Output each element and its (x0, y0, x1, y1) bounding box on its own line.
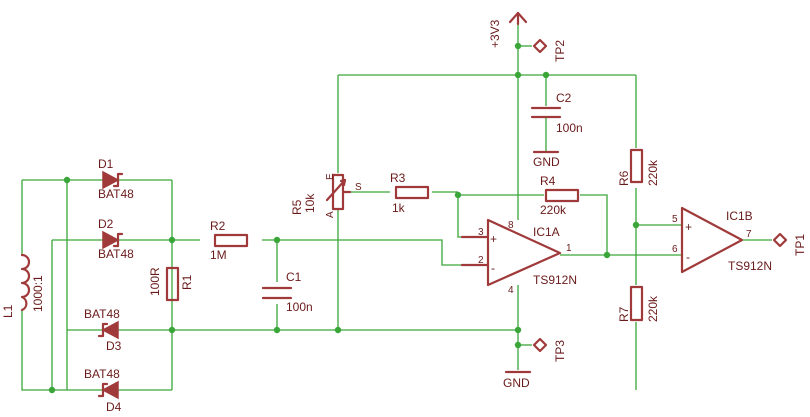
potentiometer-r5: R5 10k A E S (290, 173, 362, 218)
l1-value: 1000:1 (31, 275, 45, 312)
d1-part: BAT48 (98, 187, 134, 201)
diode-d4: BAT48 D4 (84, 367, 122, 414)
r5-pin-e: E (325, 173, 336, 180)
ic1a-pin4: 4 (508, 285, 514, 296)
c1-label: C1 (286, 270, 302, 284)
ic1b-label: IC1B (726, 209, 753, 223)
c2-label: C2 (556, 91, 572, 105)
r1-value: 100R (148, 267, 162, 296)
opamp-ic1b: + - 5 6 7 IC1B TS912N (672, 206, 772, 274)
diode-d3: BAT48 D3 (84, 307, 122, 353)
capacitor-c1: C1 100n (261, 270, 313, 314)
tp2-label: TP2 (553, 40, 567, 62)
ic1b-plus: + (685, 220, 692, 234)
ic1a-part: TS912N (533, 273, 577, 287)
d1-label: D1 (98, 157, 114, 171)
r2-label: R2 (210, 219, 226, 233)
diode-d1: D1 BAT48 (98, 157, 134, 201)
r5-pin-a: A (325, 211, 336, 218)
r6-value: 220k (646, 159, 660, 186)
tp3-label: TP3 (553, 340, 567, 362)
r6-label: R6 (617, 170, 631, 186)
ground-symbol-bottom: GND (503, 370, 532, 390)
l1-label: L1 (1, 304, 15, 318)
diode-d2: D2 BAT48 (98, 217, 134, 261)
ic1b-pin7: 7 (746, 229, 752, 240)
capacitor-c2: C2 100n (530, 91, 583, 135)
ic1a-pin2: 2 (478, 255, 484, 266)
junctions (48, 42, 640, 394)
resistor-r7: R7 220k (617, 285, 660, 322)
resistor-r4: R4 220k (540, 174, 580, 217)
ground-symbol-c2: GND (532, 150, 560, 169)
d4-label: D4 (106, 400, 122, 414)
d3-part: BAT48 (84, 307, 120, 321)
c2-value: 100n (556, 121, 583, 135)
c1-value: 100n (286, 300, 313, 314)
r1-label: R1 (180, 274, 194, 290)
test-point-tp1: TP1 (772, 232, 807, 256)
ic1a-pin3: 3 (478, 227, 484, 238)
ic1b-minus: - (686, 250, 690, 264)
ic1a-plus: + (490, 232, 497, 246)
r2-value: 1M (210, 248, 227, 262)
r7-value: 220k (646, 295, 660, 322)
d3-label: D3 (106, 339, 122, 353)
d4-part: BAT48 (84, 367, 120, 381)
r3-label: R3 (390, 171, 406, 185)
ic1b-part: TS912N (728, 259, 772, 273)
r4-label: R4 (540, 174, 556, 188)
tp1-label: TP1 (793, 234, 807, 256)
wires (21, 22, 772, 391)
vcc-label: +3V3 (488, 19, 502, 48)
supply-arrow-3v3: +3V3 (488, 11, 528, 48)
ic1a-pin1: 1 (566, 243, 572, 254)
test-point-tp2: TP2 (532, 38, 567, 62)
r5-label: R5 (290, 199, 304, 215)
inductor-l1: L1 1000:1 (1, 253, 45, 318)
ic1a-pin8: 8 (508, 220, 514, 231)
gnd-label-bottom: GND (503, 376, 530, 390)
r5-value: 10k (303, 193, 317, 213)
resistor-r3: R3 1k (390, 171, 430, 215)
d2-part: BAT48 (98, 247, 134, 261)
test-point-tp3: TP3 (532, 337, 567, 362)
ic1b-pin5: 5 (672, 214, 678, 225)
opamp-ic1a: + - 3 2 1 8 4 IC1A TS912N (460, 218, 577, 296)
r4-value: 220k (540, 203, 567, 217)
ic1b-pin6: 6 (672, 244, 678, 255)
gnd-label-c2: GND (533, 155, 560, 169)
ic1a-label: IC1A (533, 225, 560, 239)
d2-label: D2 (98, 217, 114, 231)
r7-label: R7 (617, 306, 631, 322)
resistor-r6: R6 220k (617, 148, 660, 186)
resistor-r2: R2 1M (210, 219, 249, 262)
resistor-r1: R1 100R (148, 266, 194, 302)
r5-pin-s: S (355, 182, 362, 193)
ic1a-minus: - (491, 261, 495, 275)
r3-value: 1k (392, 201, 406, 215)
